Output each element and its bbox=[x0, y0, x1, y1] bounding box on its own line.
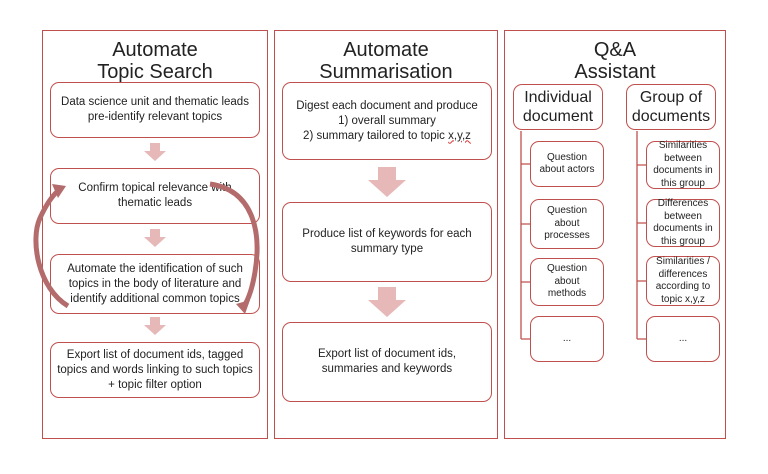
panel-title-topic-search: Automate Topic Search bbox=[97, 39, 213, 83]
question-more-individual: ... bbox=[530, 316, 604, 362]
step-keywords: Produce list of keywords for each summar… bbox=[282, 202, 492, 282]
individual-document-header: Individual document bbox=[513, 84, 603, 130]
panel-title-qa: Q&A Assistant bbox=[574, 39, 656, 83]
group-of-documents-header: Group of documents bbox=[626, 84, 716, 130]
step-export-topics: Export list of document ids, tagged topi… bbox=[50, 342, 260, 398]
group-by-topic: Similarities / differences according to … bbox=[646, 256, 720, 306]
step-automate-identification: Automate the identification of such topi… bbox=[50, 254, 260, 314]
question-processes: Question about processes bbox=[530, 199, 604, 249]
group-similarities: Similarities between documents in this g… bbox=[646, 140, 720, 189]
group-differences: Differences between documents in this gr… bbox=[646, 198, 720, 247]
question-methods: Question about methods bbox=[530, 258, 604, 306]
step-preidentify: Data science unit and thematic leads pre… bbox=[50, 82, 260, 138]
group-more: ... bbox=[646, 316, 720, 362]
panel-title-summarisation: Automate Summarisation bbox=[319, 39, 453, 83]
step-confirm: Confirm topical relevance with thematic … bbox=[50, 168, 260, 224]
question-actors: Question about actors bbox=[530, 141, 604, 187]
step-export-summaries: Export list of document ids, summaries a… bbox=[282, 322, 492, 402]
step-digest: Digest each document and produce 1) over… bbox=[282, 82, 492, 160]
topic-filter-option: + topic filter option bbox=[108, 378, 202, 391]
